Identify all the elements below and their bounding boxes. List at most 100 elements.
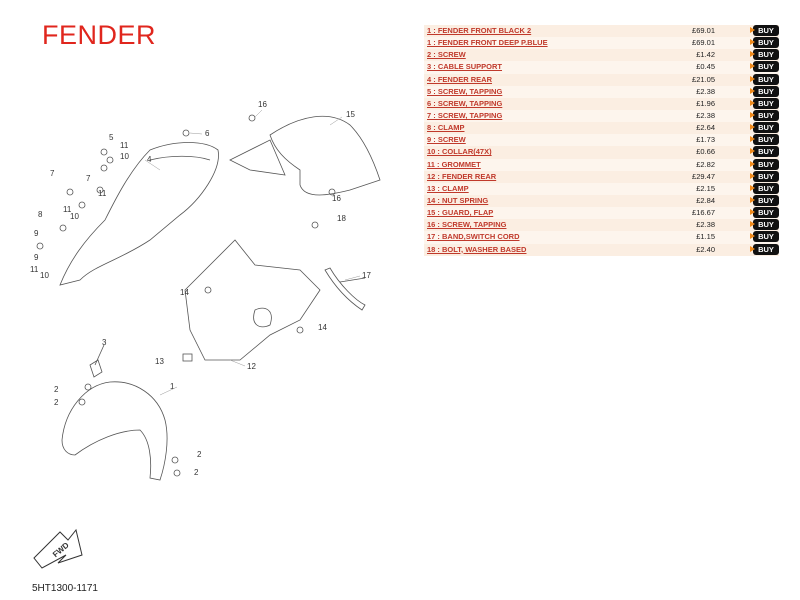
clamp-part-13 (182, 353, 193, 362)
front-fender-part-1 (61, 381, 168, 481)
part-price: £21.05 (692, 74, 715, 84)
buy-button[interactable]: BUY (750, 37, 779, 49)
buy-button[interactable]: BUY (750, 25, 779, 36)
part-price: £69.01 (692, 38, 715, 48)
part-name-link[interactable]: 15 : GUARD, FLAP (427, 208, 494, 218)
part-row: 2 : SCREW £1.42 BUY (424, 49, 779, 62)
part-price: £16.67 (692, 208, 715, 218)
part-name-link[interactable]: 1 : FENDER FRONT BLACK 2 (427, 26, 532, 35)
part-price: £1.42 (696, 50, 715, 60)
callout-label: 10 (70, 212, 79, 221)
band-part-17 (324, 267, 366, 311)
part-name-link[interactable]: 1 : FENDER FRONT DEEP P.BLUE (427, 38, 548, 48)
buy-button[interactable]: BUY (750, 134, 779, 146)
part-name-link[interactable]: 8 : CLAMP (427, 123, 465, 133)
buy-button[interactable]: BUY (750, 109, 779, 121)
buy-button[interactable]: BUY (750, 49, 779, 61)
part-name-link[interactable]: 16 : SCREW, TAPPING (427, 220, 507, 230)
part-row: 1 : FENDER FRONT BLACK 2 £69.01 BUY (424, 25, 779, 38)
part-row: 16 : SCREW, TAPPING £2.38 BUY (424, 219, 779, 232)
part-name-link[interactable]: 2 : SCREW (427, 50, 466, 60)
callout-label: 17 (362, 271, 371, 280)
buy-button[interactable]: BUY (750, 122, 779, 134)
part-name-link[interactable]: 17 : BAND,SWITCH CORD (427, 232, 520, 242)
buy-button[interactable]: BUY (750, 97, 779, 109)
part-row: 17 : BAND,SWITCH CORD £1.15 BUY (424, 231, 779, 244)
part-name-link[interactable]: 11 : GROMMET (427, 159, 481, 169)
part-price: £2.64 (696, 123, 715, 133)
buy-button[interactable]: BUY (750, 182, 779, 194)
part-price: £2.40 (696, 244, 715, 254)
callout-label: 2 (194, 468, 199, 477)
callout-label: 7 (50, 169, 55, 178)
callout-label: 2 (54, 398, 59, 407)
callout-label: 4 (147, 155, 152, 164)
part-row: 8 : CLAMP £2.64 BUY (424, 122, 779, 135)
callout-label: 13 (155, 357, 164, 366)
inner-fender-part-12 (184, 239, 321, 361)
part-price: £29.47 (692, 171, 715, 181)
callout-label: 6 (205, 129, 210, 138)
callout-label: 16 (258, 100, 267, 109)
part-price: £69.01 (692, 26, 715, 35)
buy-button[interactable]: BUY (750, 85, 779, 97)
buy-button[interactable]: BUY (750, 73, 779, 85)
part-name-link[interactable]: 4 : FENDER REAR (427, 74, 493, 84)
callout-label: 16 (332, 194, 341, 203)
hardware-screws (36, 114, 336, 477)
part-name-link[interactable]: 5 : SCREW, TAPPING (427, 86, 503, 96)
buy-button[interactable]: BUY (750, 158, 779, 170)
flap-guard-part-15 (229, 115, 381, 196)
callout-label: 9 (34, 229, 39, 238)
part-row: 7 : SCREW, TAPPING £2.38 BUY (424, 109, 779, 123)
callout-label: 10 (120, 152, 129, 161)
part-name-link[interactable]: 13 : CLAMP (427, 183, 469, 193)
callout-label: 5 (109, 133, 114, 142)
buy-button[interactable]: BUY (750, 231, 779, 243)
part-row: 1 : FENDER FRONT DEEP P.BLUE £69.01 BUY (424, 37, 779, 50)
cable-support-part-3 (89, 344, 105, 378)
part-row: 14 : NUT SPRING £2.84 BUY (424, 194, 779, 208)
part-name-link[interactable]: 10 : COLLAR(47X) (427, 147, 492, 157)
part-price: £1.15 (696, 232, 715, 242)
callout-labels: 16 15 6 5 11 10 4 7 9 8 11 10 16 18 17 1… (30, 100, 371, 477)
part-name-link[interactable]: 12 : FENDER REAR (427, 171, 497, 181)
buy-button[interactable]: BUY (750, 207, 779, 219)
buy-button[interactable]: BUY (750, 146, 779, 158)
buy-button[interactable]: BUY (750, 194, 779, 206)
part-name-link[interactable]: 7 : SCREW, TAPPING (427, 110, 503, 120)
part-price: £2.38 (696, 110, 715, 120)
callout-label: 12 (247, 362, 256, 371)
part-price: £0.66 (696, 147, 715, 157)
part-name-link[interactable]: 18 : BOLT, WASHER BASED (427, 244, 527, 254)
part-row: 9 : SCREW £1.73 BUY (424, 134, 779, 147)
buy-button[interactable]: BUY (750, 219, 779, 231)
part-name-link[interactable]: 6 : SCREW, TAPPING (427, 98, 503, 108)
part-name-link[interactable]: 14 : NUT SPRING (427, 195, 489, 205)
part-price: £2.84 (696, 195, 715, 205)
callout-label: 2 (197, 450, 202, 459)
callout-label: 1 (170, 382, 175, 391)
callout-label: 10 (40, 271, 49, 280)
callout-label: 3 (102, 338, 107, 347)
callout-label: 11 (120, 141, 129, 150)
part-price: £1.73 (696, 135, 715, 145)
part-row: 12 : FENDER REAR £29.47 BUY (424, 170, 779, 183)
part-name-link[interactable]: 9 : SCREW (427, 135, 466, 145)
part-row: 10 : COLLAR(47X) £0.66 BUY (424, 146, 779, 159)
callout-label: 14 (318, 323, 327, 332)
buy-button[interactable]: BUY (750, 170, 779, 182)
callout-label: 7 (86, 174, 91, 183)
callout-label: 11 (30, 265, 39, 274)
callout-label: 9 (34, 253, 39, 262)
buy-button[interactable]: BUY (750, 61, 779, 73)
part-name-link[interactable]: 3 : CABLE SUPPORT (427, 62, 503, 72)
buy-button[interactable]: BUY (750, 243, 779, 255)
part-price: £2.38 (696, 220, 715, 230)
